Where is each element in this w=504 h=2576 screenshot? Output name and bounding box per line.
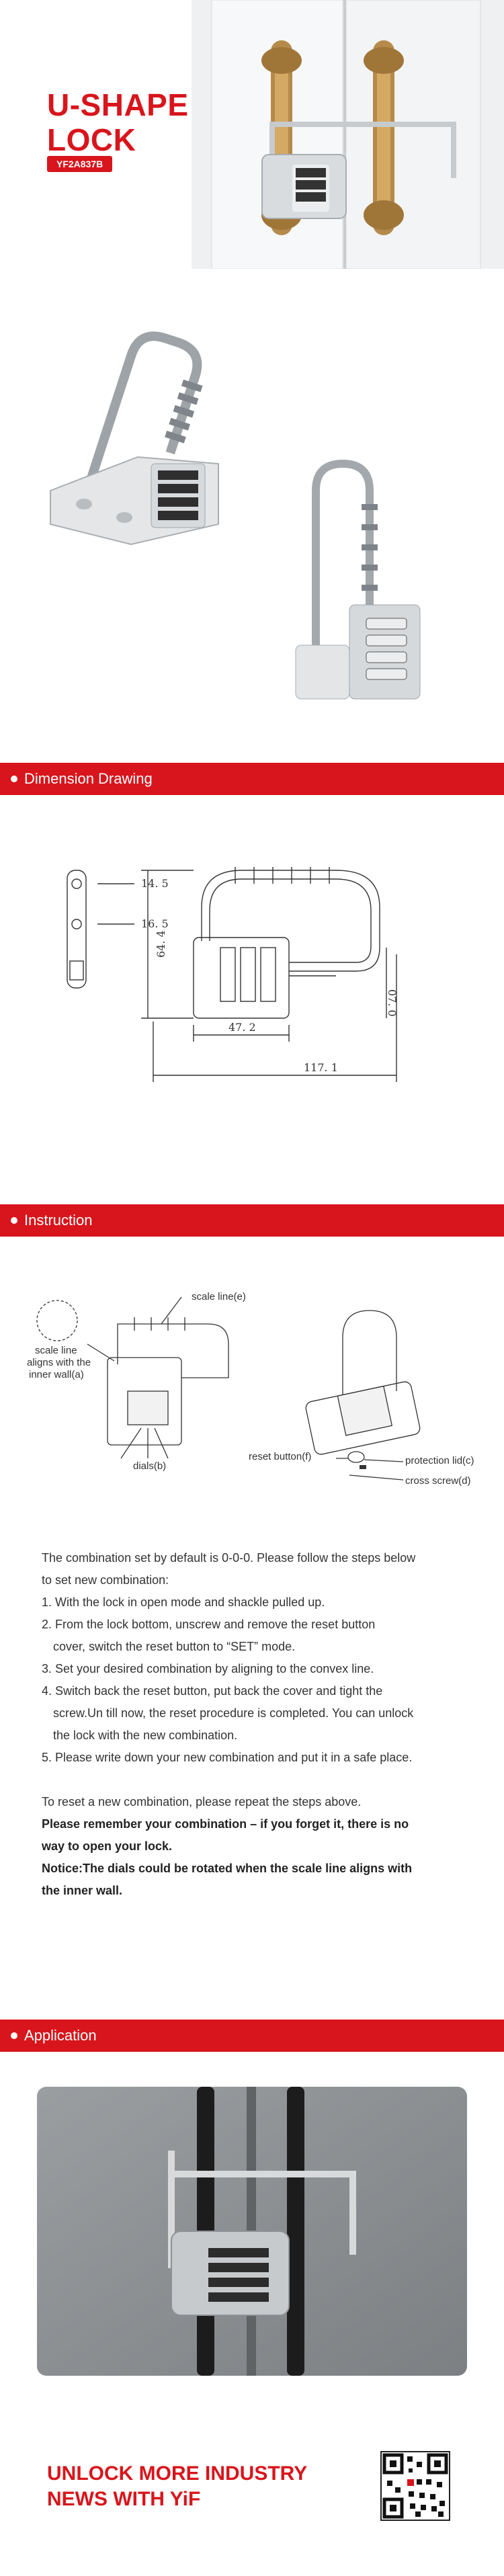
step-4-cont: screw.Un till now, the reset procedure i…: [53, 1706, 414, 1720]
step-2-cont: cover, switch the reset button to “SET” …: [53, 1640, 296, 1653]
dim-07-0: 07. 0: [386, 989, 398, 1017]
label-protection-lid: protection lid(c): [405, 1455, 474, 1466]
remember-warning: way to open your lock.: [42, 1839, 173, 1853]
notice: the inner wall.: [42, 1884, 123, 1897]
label-scale-line-aligns-2: aligns with the: [27, 1357, 91, 1368]
step-1: 1. With the lock in open mode and shackl…: [42, 1595, 325, 1609]
bullet-dot-icon: [11, 1217, 17, 1224]
label-dials: dials(b): [133, 1460, 166, 1472]
label-scale-line-aligns-1: scale line: [35, 1345, 77, 1356]
step-2: 2. From the lock bottom, unscrew and rem…: [42, 1618, 376, 1631]
step-4-cont: the lock with the new combination.: [53, 1729, 238, 1742]
instruction-diagram: scale line(e) scale line aligns with the…: [27, 1290, 484, 1505]
product-photo-front: [289, 450, 450, 719]
model-badge: YF2A837B: [47, 156, 113, 172]
section-header-dimension: Dimension Drawing: [0, 763, 504, 795]
door-handles-with-lock-illustration: [192, 0, 504, 269]
dim-16-5: 16. 5: [141, 917, 169, 930]
qr-code[interactable]: [380, 2451, 450, 2521]
bullet-dot-icon: [11, 776, 17, 782]
step-3: 3. Set your desired combination by align…: [42, 1662, 374, 1675]
product-photo-angled: [37, 323, 239, 551]
dim-14-5: 14. 5: [141, 877, 169, 890]
application-photo: [37, 2087, 467, 2376]
label-cross-screw: cross screw(d): [405, 1475, 471, 1487]
page-title: U-SHAPE LOCK: [47, 87, 189, 157]
dim-64-4: 64. 4: [155, 930, 167, 958]
label-reset-button: reset button(f): [249, 1451, 311, 1462]
dim-117-1: 117. 1: [304, 1061, 338, 1074]
bullet-dot-icon: [11, 2032, 17, 2039]
intro-line: to set new combination:: [42, 1573, 169, 1587]
reset-note: To reset a new combination, please repea…: [42, 1795, 362, 1809]
label-scale-line-aligns-3: inner wall(a): [29, 1369, 84, 1380]
dim-47-2: 47. 2: [228, 1021, 256, 1034]
instruction-text: The combination set by default is 0-0-0.…: [42, 1547, 472, 1902]
hero-product-photo: [192, 0, 504, 269]
section-header-instruction: Instruction: [0, 1204, 504, 1237]
intro-line: The combination set by default is 0-0-0.…: [42, 1551, 416, 1565]
label-scale-line: scale line(e): [192, 1291, 246, 1302]
footer-slogan: UNLOCK MORE INDUSTRY NEWS WITH YiF: [47, 2462, 308, 2510]
remember-warning: Please remember your combination – if yo…: [42, 1817, 409, 1831]
section-header-application: Application: [0, 2020, 504, 2052]
step-4: 4. Switch back the reset button, put bac…: [42, 1684, 383, 1698]
dimension-drawing: 14. 5 16. 5 64. 4 07. 0 47. 2 117. 1: [40, 854, 464, 1122]
step-5: 5. Please write down your new combinatio…: [42, 1751, 413, 1764]
notice: Notice:The dials could be rotated when t…: [42, 1862, 413, 1875]
